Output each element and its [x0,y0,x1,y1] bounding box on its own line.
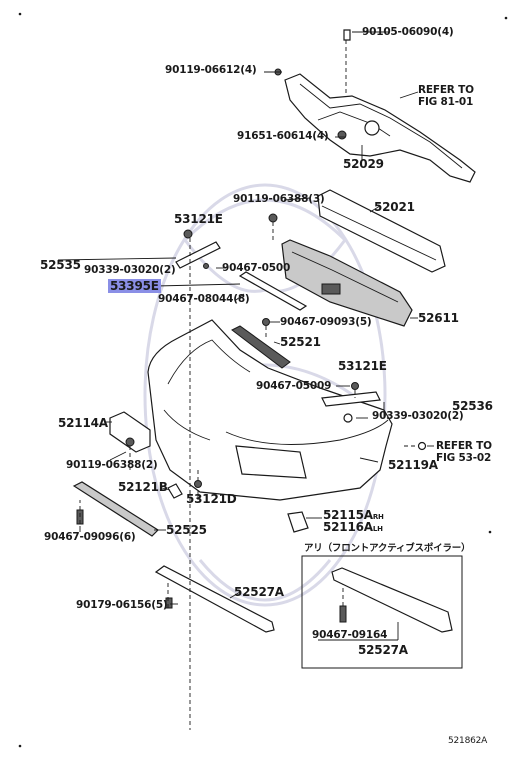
leader-lines [57,31,434,605]
label-90339-03020-mid: 90339-03020(2) [372,410,464,422]
label-52521: 52521 [280,335,321,349]
label-52119a: 52119A [388,458,438,472]
label-90119-06388-3: 90119-06388(3) [233,193,325,205]
label-53121e-top: 53121E [174,212,223,226]
label-90467-0500-top: 90467-0500 [222,262,291,274]
spoiler-option-note: アリ（フロントアクティブスポイラー） [304,543,471,554]
label-90339-03020-top: 90339-03020(2) [84,264,176,276]
retainer-52521 [231,318,291,369]
suffix-rh: RH [372,513,384,521]
label-90179-06156: 90179-06156(5) [76,599,168,611]
label-52121b: 52121B [118,480,168,494]
label-90467-09093: 90467-09093(5) [280,316,372,328]
bracket-53395e [175,229,308,311]
spoiler-inset [301,555,463,669]
label-52611: 52611 [418,311,459,325]
label-91651-60614: 91651-60614(4) [237,130,329,142]
label-90467-09096: 90467-09096(6) [44,531,136,543]
part-number-52116a: 52116A [323,520,373,534]
label-90467-05009: 90467-05009 [256,380,332,392]
bracket-52114a [109,411,151,453]
label-90119-06612: 90119-06612(4) [165,64,257,76]
label-52116a: 52116ALH [323,521,383,536]
label-52535: 52535 [40,258,81,272]
label-52527a-main: 52527A [234,585,284,599]
label-90119-06388-2: 90119-06388(2) [66,459,158,471]
label-refer-to-b: REFER TO [436,440,492,452]
label-52527a-inset: 52527A [358,643,408,657]
part-number-52115a: 52115A [323,508,373,522]
lower-parts [72,480,309,633]
label-52029: 52029 [343,157,384,171]
label-52115a: 52115ARH [323,509,384,524]
label-fig-81-01: FIG 81-01 [418,96,474,108]
diagram-reference-code: 521862A [448,736,488,746]
assembly-dashed-lines [79,40,418,730]
label-53121e-mid: 53121E [338,359,387,373]
bumper-cover-52119a [147,319,393,501]
absorber-52611 [281,239,413,327]
label-52536: 52536 [452,399,493,413]
reinforcement-52021 [268,189,446,273]
label-fig-53-02: FIG 53-02 [436,452,492,464]
label-52525: 52525 [166,523,207,537]
label-53395e: 53395E [108,279,161,293]
watermark-emblem [143,183,387,607]
retainer-52536 [321,382,427,451]
label-90467-09164: 90467-09164 [312,629,388,641]
highlighted-part-number: 53395E [108,279,161,293]
label-90105-06090: 90105-06090(4) [362,26,454,38]
label-53121d: 53121D [186,492,237,506]
label-refer-to-a: REFER TO [418,84,474,96]
label-52021: 52021 [374,200,415,214]
label-90467-08044: 90467-08044(8) [158,293,250,305]
label-52114a: 52114A [58,416,108,430]
suffix-lh: LH [372,525,383,533]
